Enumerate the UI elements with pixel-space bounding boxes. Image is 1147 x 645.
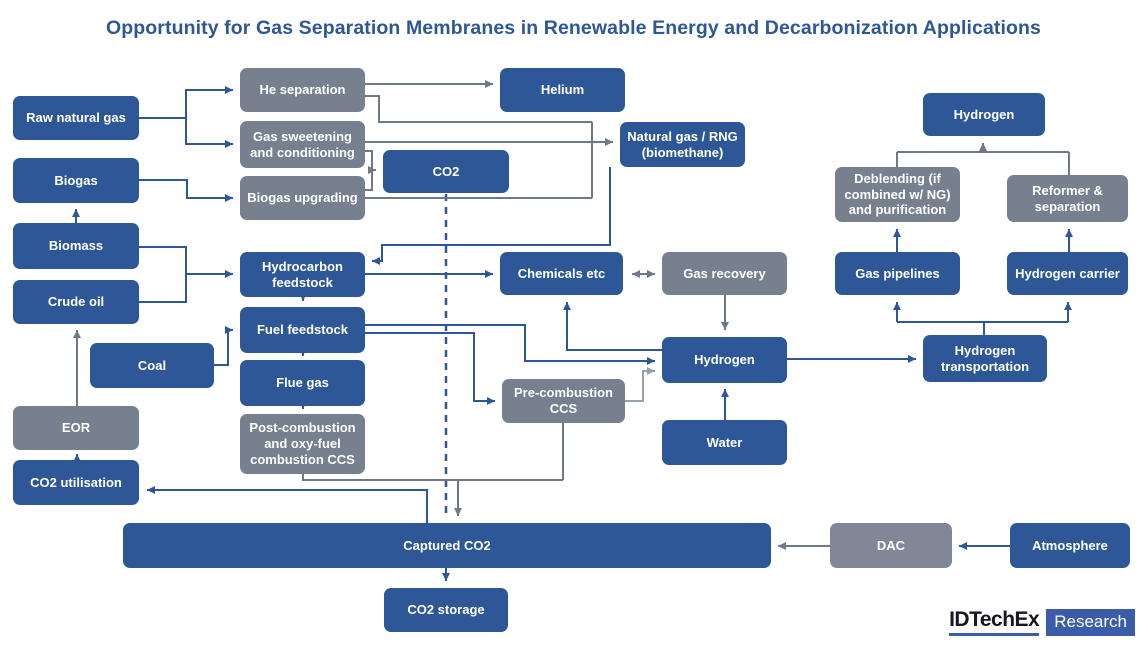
node-crude-oil: Crude oil (13, 280, 139, 324)
node-atmosphere: Atmosphere (1010, 523, 1130, 568)
node-gas-pipelines: Gas pipelines (835, 252, 960, 295)
node-post-combustion-ccs: Post-combustion and oxy-fuel combustion … (240, 414, 365, 474)
node-natural-gas-rng: Natural gas / RNG (biomethane) (620, 122, 745, 167)
node-captured-co2: Captured CO2 (123, 523, 771, 568)
node-biomass: Biomass (13, 223, 139, 269)
node-biogas-upgrading: Biogas upgrading (240, 176, 365, 220)
logo-brand-text: IDTechEx (949, 608, 1040, 636)
node-coal: Coal (90, 343, 214, 388)
node-pre-combustion-ccs: Pre-combustion CCS (502, 379, 625, 423)
node-flue-gas: Flue gas (240, 360, 365, 406)
node-co2: CO2 (383, 150, 509, 193)
node-reformer: Reformer & separation (1007, 175, 1128, 222)
node-water: Water (662, 420, 787, 465)
node-dac: DAC (830, 523, 952, 568)
node-gas-sweetening: Gas sweetening and conditioning (240, 121, 365, 168)
node-hydrogen-top: Hydrogen (923, 93, 1045, 136)
node-biogas: Biogas (13, 158, 139, 203)
logo-research-badge: Research (1046, 608, 1135, 636)
node-eor: EOR (13, 406, 139, 450)
node-he-separation: He separation (240, 68, 365, 112)
idtechex-logo: IDTechEx Research (949, 608, 1135, 636)
node-raw-natural-gas: Raw natural gas (13, 96, 139, 140)
node-chemicals-etc: Chemicals etc (500, 252, 623, 295)
node-gas-recovery: Gas recovery (662, 252, 787, 295)
node-hydrogen-mid: Hydrogen (662, 337, 787, 383)
node-co2-utilisation: CO2 utilisation (13, 460, 139, 505)
node-co2-storage: CO2 storage (384, 588, 508, 632)
node-hydrocarbon-feedstock: Hydrocarbon feedstock (240, 252, 365, 297)
node-helium: Helium (500, 68, 625, 112)
node-fuel-feedstock: Fuel feedstock (240, 307, 365, 353)
node-hydrogen-carrier: Hydrogen carrier (1007, 252, 1128, 295)
node-hydrogen-transportation: Hydrogen transportation (923, 335, 1047, 382)
diagram-title: Opportunity for Gas Separation Membranes… (106, 17, 1041, 39)
node-deblending: Deblending (if combined w/ NG) and purif… (835, 167, 960, 222)
